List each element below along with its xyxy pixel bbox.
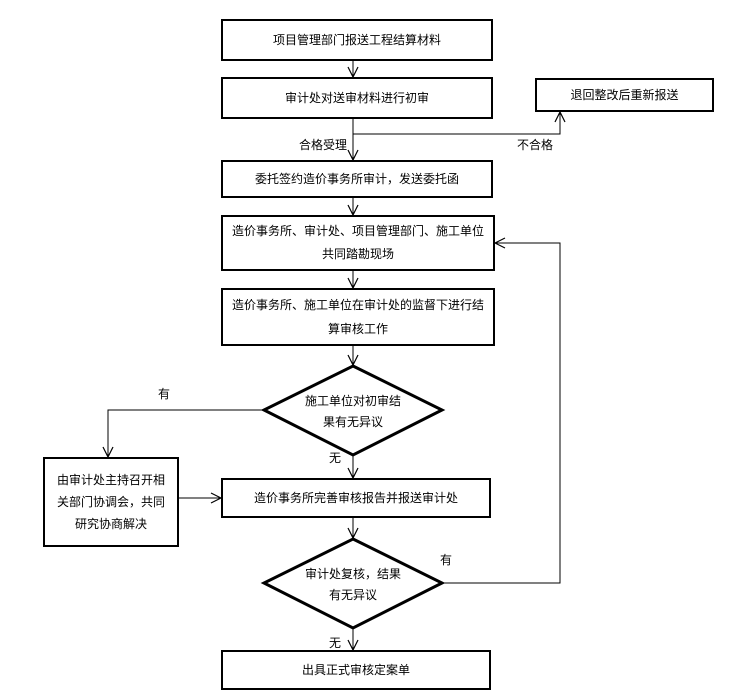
edge-label-fail: 不合格: [517, 138, 554, 152]
edge-label-d1-no: 无: [329, 451, 342, 465]
arrow-d2-yes: [442, 243, 561, 584]
node-commission-box: [221, 160, 493, 198]
node-site-survey-label: 造价事务所、审计处、项目管理部门、施工单位 共同踏勘现场: [231, 224, 484, 261]
node-site-survey-box: [221, 215, 495, 271]
decision-objection-initial: 施工单位对初审结 果有无异议: [289, 391, 417, 433]
node-site-survey: 造价事务所、审计处、项目管理部门、施工单位 共同踏勘现场: [222, 216, 494, 270]
node-submit-materials: 项目管理部门报送工程结算材料: [222, 20, 492, 60]
node-return-resubmit-label: 退回整改后重新报送: [570, 87, 679, 102]
node-finalize-report-box: [221, 478, 491, 518]
edge-label-d1-yes: 有: [158, 387, 171, 401]
node-settlement-audit-label: 造价事务所、施工单位在审计处的监督下进行结 算审核工作: [231, 298, 484, 336]
node-coordination-label: 由审计处主持召开相 关部门协调会，共同 研究协商解决: [56, 473, 165, 531]
decision-objection-review-label: 审计处复核，结果 有无异议: [304, 567, 401, 602]
node-settlement-audit: 造价事务所、施工单位在审计处的监督下进行结 算审核工作: [222, 289, 494, 345]
decision-objection-initial-label: 施工单位对初审结 果有无异议: [304, 394, 401, 429]
node-initial-review: 审计处对送审材料进行初审: [222, 78, 492, 118]
node-finalize-report-label: 造价事务所完善审核报告并报送审计处: [253, 490, 458, 505]
node-final-certificate: 出具正式审核定案单: [222, 651, 490, 689]
node-final-certificate-box: [221, 650, 491, 690]
node-finalize-report: 造价事务所完善审核报告并报送审计处: [222, 479, 490, 517]
node-coordination-box: [43, 457, 179, 547]
edge-label-pass: 合格受理: [299, 138, 348, 152]
node-initial-review-box: [221, 77, 493, 119]
arrow-d1-yes: [108, 409, 264, 457]
node-submit-materials-box: [221, 19, 493, 61]
arrow-fail: [353, 112, 560, 135]
node-submit-materials-label: 项目管理部门报送工程结算材料: [272, 32, 441, 47]
node-commission: 委托签约造价事务所审计，发送委托函: [222, 161, 492, 197]
edge-label-d2-yes: 有: [440, 553, 453, 567]
edge-label-d2-no: 无: [329, 636, 342, 650]
node-return-resubmit-box: [535, 78, 714, 112]
node-commission-label: 委托签约造价事务所审计，发送委托函: [254, 171, 459, 186]
node-coordination: 由审计处主持召开相 关部门协调会，共同 研究协商解决: [44, 458, 178, 546]
node-settlement-audit-box: [221, 288, 495, 346]
node-return-resubmit: 退回整改后重新报送: [536, 79, 713, 111]
node-final-certificate-label: 出具正式审核定案单: [301, 662, 410, 677]
node-initial-review-label: 审计处对送审材料进行初审: [284, 90, 429, 105]
decision-objection-review: 审计处复核，结果 有无异议: [289, 564, 417, 606]
